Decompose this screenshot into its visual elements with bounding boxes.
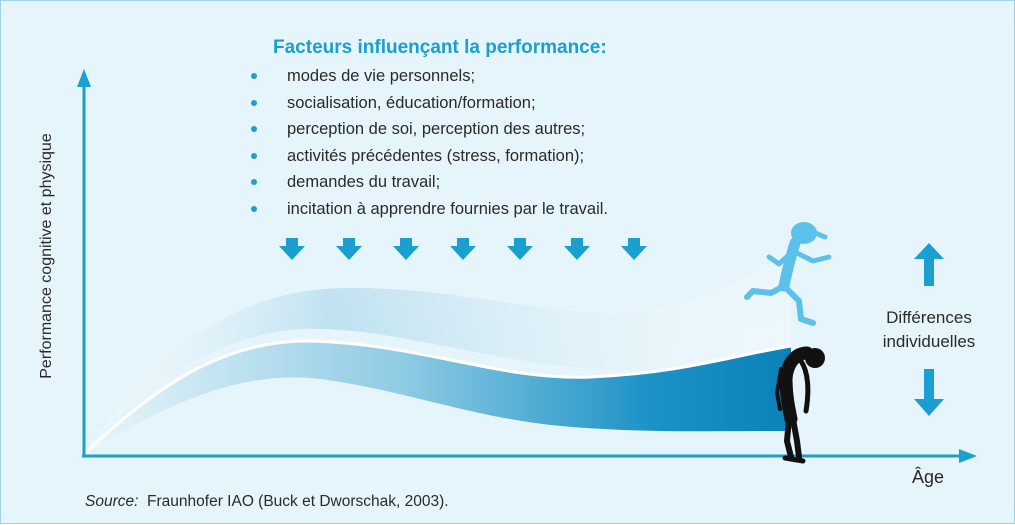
bullet-icon — [251, 126, 257, 132]
running-figure-icon — [744, 222, 832, 326]
y-axis-label: Performance cognitive et physique — [38, 133, 55, 379]
down-arrows — [279, 238, 647, 260]
bullet-icon — [251, 152, 257, 159]
exhausted-figure-icon — [775, 346, 825, 464]
factor-list: modes de vie personnels; socialisation, … — [251, 63, 609, 223]
upper-performance-band — [84, 249, 791, 454]
factor-item: incitation à apprendre fournies par le t… — [251, 196, 609, 223]
factor-item: activités précédentes (stress, formation… — [251, 143, 608, 170]
arrow-down-icon — [914, 369, 944, 416]
factor-text: incitation à apprendre fournies par le t… — [287, 199, 609, 218]
arrow-down-icon — [621, 238, 647, 260]
factor-text: perception de soi, perception des autres… — [287, 120, 586, 138]
bullet-icon — [251, 179, 257, 185]
factors-title: Facteurs influençant la performance: — [273, 37, 607, 58]
source-text: Fraunhofer IAO (Buck et Dworschak, 2003)… — [147, 493, 449, 510]
factor-item: socialisation, éducation/formation; — [251, 90, 608, 117]
factor-item: demandes du travail; — [251, 169, 608, 196]
arrow-down-icon — [450, 238, 476, 260]
arrow-up-icon — [914, 243, 944, 286]
arrow-down-icon — [507, 238, 533, 260]
x-axis-label: Âge — [912, 467, 945, 487]
arrow-down-icon — [336, 238, 362, 260]
lower-performance-band — [84, 340, 791, 454]
bullet-icon — [251, 73, 257, 79]
factors-box: Facteurs influençant la performance: mod… — [251, 37, 609, 223]
arrow-down-icon — [564, 238, 590, 260]
factor-item: perception de soi, perception des autres… — [251, 116, 608, 143]
arrow-down-icon — [279, 238, 305, 260]
source-note: Source: Fraunhofer IAO (Buck et Dworscha… — [85, 493, 449, 511]
factor-item: modes de vie personnels; — [251, 63, 608, 90]
individual-differences-label: Différences individuelles — [882, 308, 976, 351]
factor-text: modes de vie personnels; — [287, 67, 476, 85]
factor-text: activités précédentes (stress, formation… — [287, 146, 585, 165]
band-separator — [82, 339, 792, 456]
bullet-icon — [251, 205, 257, 212]
factor-text: demandes du travail; — [287, 173, 441, 191]
bullet-icon — [251, 99, 257, 106]
source-prefix: Source: — [85, 493, 139, 510]
arrow-down-icon — [393, 238, 419, 260]
factor-text: socialisation, éducation/formation; — [287, 93, 536, 112]
x-axis-arrowhead — [959, 449, 977, 463]
y-axis-arrowhead — [77, 69, 91, 87]
